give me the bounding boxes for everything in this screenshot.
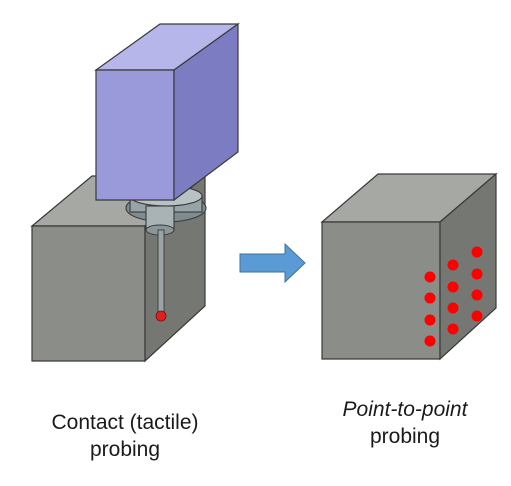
probe-point-5 [447, 281, 459, 293]
probe-point-2 [447, 259, 459, 271]
probe-icon [94, 22, 240, 322]
cube-left-front-face [31, 225, 146, 362]
probe-point-7 [424, 314, 436, 326]
caption-point-to-point-probing: Point-to-point probing [300, 396, 510, 450]
probe-point-3 [471, 246, 483, 258]
probe-point-6 [471, 268, 483, 280]
probe-point-1 [424, 271, 436, 283]
caption-contact-probing: Contact (tactile) probing [20, 409, 230, 463]
probe-point-8 [447, 302, 459, 314]
probe-body-front-face [95, 69, 175, 201]
probe-point-9 [471, 289, 483, 301]
caption-right-line2: probing [369, 425, 441, 448]
probe-body-side-face [173, 22, 239, 202]
probe-point-4 [424, 292, 436, 304]
right-arrow-icon [239, 242, 306, 284]
caption-right-line1: Point-to-point [342, 398, 468, 421]
probe-points-grid [424, 246, 483, 347]
probe-point-11 [447, 323, 459, 335]
probe-stylus [157, 229, 165, 313]
cube-right-front-face [321, 221, 441, 360]
probe-point-12 [471, 310, 483, 322]
caption-left-line1: Contact (tactile) [51, 411, 199, 434]
probe-point-10 [424, 335, 436, 347]
caption-left-line2: probing [89, 438, 161, 461]
probe-tip [155, 310, 167, 322]
workpiece-cube-right [320, 172, 498, 361]
